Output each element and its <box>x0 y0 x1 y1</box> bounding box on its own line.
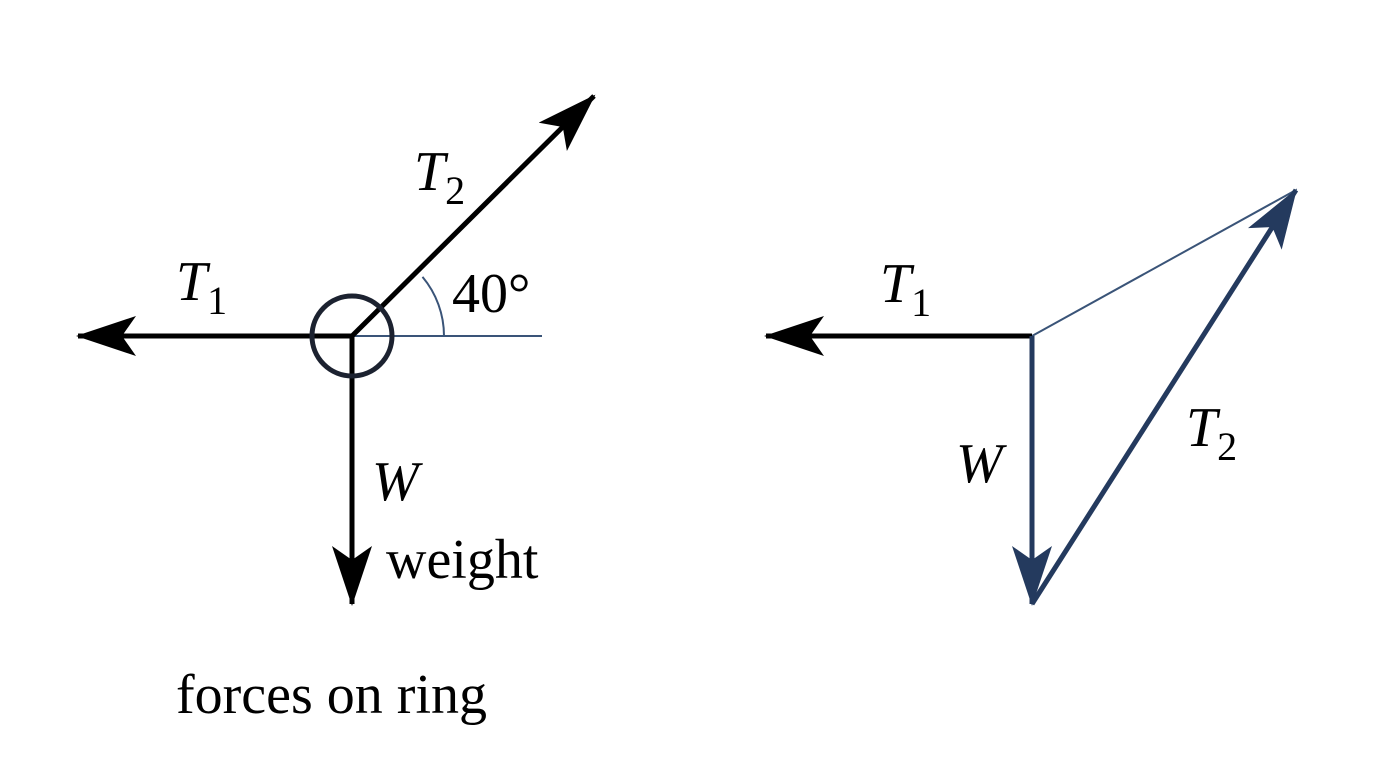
ring <box>309 293 395 379</box>
t2-vector <box>1029 188 1299 606</box>
triangle-of-forces: T1 W T2 <box>764 188 1299 606</box>
t1-vector-label: T1 <box>880 253 931 325</box>
ring-free-body-diagram: T1 T2 40° W weight forces on ring <box>76 94 596 726</box>
w-vector-label: W <box>956 433 1007 495</box>
angle-arc <box>421 276 445 337</box>
closing-line <box>1031 189 1297 337</box>
t2-arrow <box>350 94 596 338</box>
w-label: W <box>372 451 423 513</box>
t2-label: T2 <box>414 141 465 213</box>
t1-label: T1 <box>176 251 227 323</box>
caption: forces on ring <box>176 664 487 726</box>
weight-label: weight <box>386 529 539 591</box>
angle-label: 40° <box>452 263 530 325</box>
t2-vector-label: T2 <box>1186 397 1237 469</box>
